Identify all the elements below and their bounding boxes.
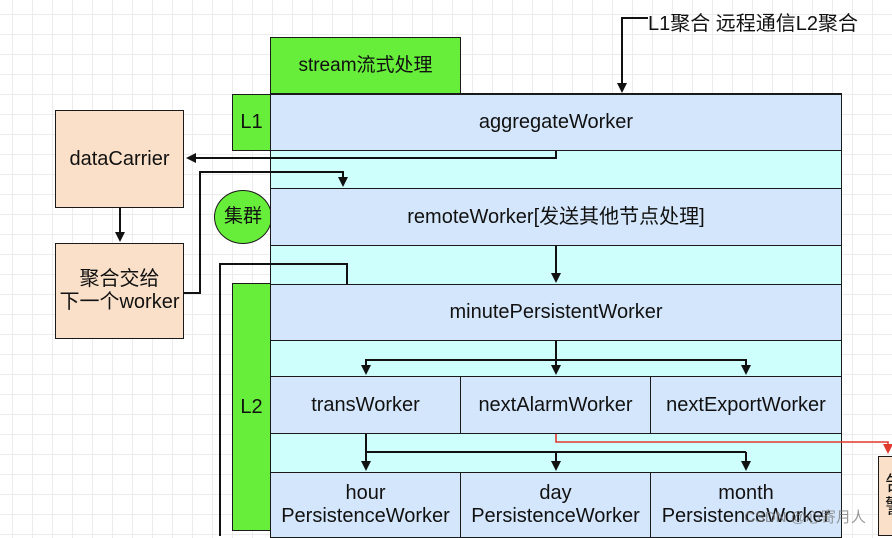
- aggregate-worker: aggregateWorker: [270, 94, 842, 151]
- month-worker-line1: month: [718, 482, 774, 504]
- next-export-worker: nextExportWorker: [650, 376, 842, 434]
- day-worker-line2: PersistenceWorker: [471, 505, 640, 527]
- remote-worker: remoteWorker[发送其他节点处理]: [270, 188, 842, 246]
- next-alarm-worker: nextAlarmWorker: [460, 376, 651, 434]
- alarm-box-partial: 告 警: [878, 456, 892, 536]
- month-persistence-worker: month PersistenceWorker: [650, 472, 842, 538]
- data-carrier: dataCarrier: [55, 110, 184, 208]
- hour-worker-line2: PersistenceWorker: [281, 505, 450, 527]
- day-worker-line1: day: [539, 482, 572, 504]
- l1-label: L1: [232, 94, 271, 151]
- caption-arrow: [617, 17, 648, 93]
- alarm-partial-line1: 告: [885, 473, 892, 496]
- cluster-badge: 集群: [214, 190, 272, 244]
- month-worker-line2: PersistenceWorker: [661, 505, 831, 527]
- minute-persistent-worker: minutePersistentWorker: [270, 284, 842, 341]
- hour-worker-line1: hour: [345, 482, 386, 504]
- aggregate-to-next-worker: 聚合交给 下一个worker: [55, 243, 184, 339]
- stream-processing-label: stream流式处理: [270, 37, 461, 94]
- aggregate-next-line2: 下一个worker: [59, 291, 180, 313]
- hour-persistence-worker: hour PersistenceWorker: [270, 472, 461, 538]
- trans-worker: transWorker: [270, 376, 461, 434]
- day-persistence-worker: day PersistenceWorker: [460, 472, 651, 538]
- l2-label: L2: [232, 283, 271, 531]
- top-caption: L1聚合 远程通信L2聚合: [648, 13, 859, 35]
- alarm-partial-line2: 警: [885, 496, 892, 519]
- watermark: CSDN @心寄月人: [744, 509, 866, 526]
- aggregate-next-line1: 聚合交给: [79, 268, 160, 290]
